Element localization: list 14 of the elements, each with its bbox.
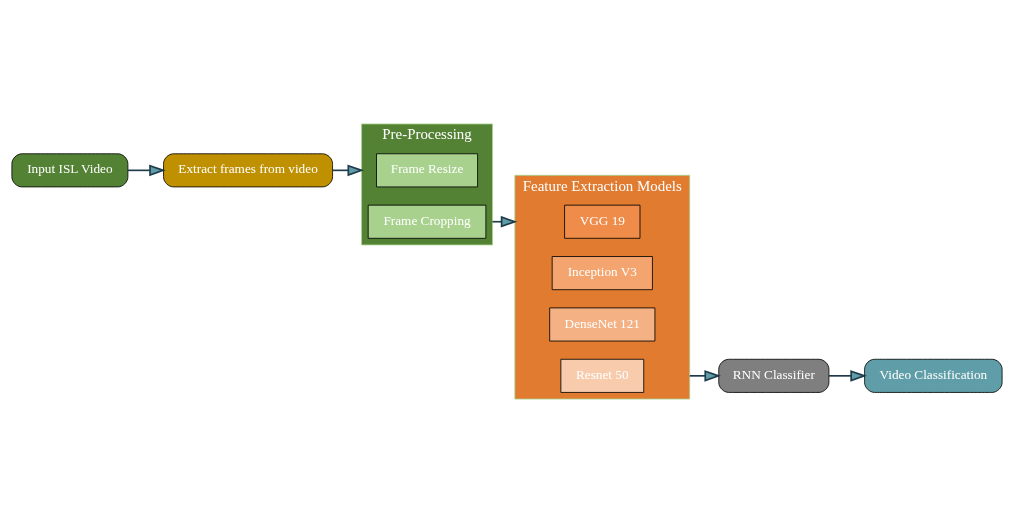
node-box: Extract frames from video xyxy=(163,152,333,187)
node-box: VGG 19 xyxy=(564,204,641,239)
arrow xyxy=(491,215,518,228)
node-box: Inception V3 xyxy=(551,255,653,290)
node-box: Resnet 50 xyxy=(560,358,645,393)
node-box: Video Classification xyxy=(864,358,1003,393)
node-box: RNN Classifier xyxy=(718,358,830,393)
node-box: Frame Resize xyxy=(376,152,478,187)
node-box: Input ISL Video xyxy=(11,152,129,187)
node-box: DenseNet 121 xyxy=(549,307,656,341)
arrow xyxy=(688,369,722,382)
arrow xyxy=(127,164,166,176)
node-box: Frame Cropping xyxy=(367,204,487,239)
arrow xyxy=(828,369,867,382)
